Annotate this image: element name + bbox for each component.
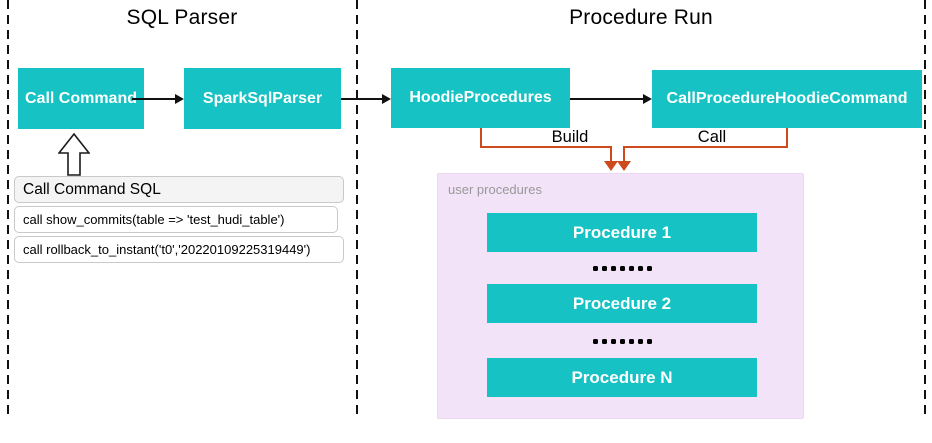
- arrow-callcommand-to-parser: [132, 94, 184, 104]
- sql-table-header: Call Command SQL: [14, 176, 344, 203]
- sql-table-row-rollback: call rollback_to_instant('t0','202201092…: [14, 236, 344, 263]
- section-title-procedure-run: Procedure Run: [569, 6, 713, 29]
- node-hoodie-procedures: HoodieProcedures: [391, 68, 570, 128]
- build-connector-drop: [480, 128, 482, 148]
- ellipsis-row: [487, 266, 757, 271]
- arrow-parser-to-procedures: [341, 94, 391, 104]
- node-procedure-n: Procedure N: [487, 358, 757, 397]
- user-procedures-label: user procedures: [448, 182, 542, 197]
- up-arrow-icon: [58, 133, 90, 176]
- dashed-border-middle: [356, 0, 358, 415]
- call-connector-horizontal: [623, 146, 788, 148]
- node-spark-sql-parser: SparkSqlParser: [184, 68, 341, 129]
- node-call-procedure-hoodie-command: CallProcedureHoodieCommand: [652, 70, 922, 128]
- sql-table-row-show-commits: call show_commits(table => 'test_hudi_ta…: [14, 206, 338, 233]
- arrow-procedures-to-command: [570, 94, 652, 104]
- call-connector-tail: [623, 146, 625, 163]
- dashed-border-right: [924, 0, 926, 415]
- call-arrowhead-icon: [617, 161, 631, 171]
- user-procedures-container: user procedures Procedure 1 Procedure 2 …: [437, 173, 804, 419]
- build-connector-horizontal: [480, 146, 612, 148]
- node-procedure-1: Procedure 1: [487, 213, 757, 252]
- ellipsis-row: [487, 339, 757, 344]
- call-connector-drop: [786, 128, 788, 148]
- node-call-command: Call Command: [18, 68, 144, 129]
- build-arrowhead-icon: [604, 161, 618, 171]
- build-connector-tail: [610, 146, 612, 163]
- node-procedure-2: Procedure 2: [487, 284, 757, 323]
- dashed-border-left: [7, 0, 9, 415]
- build-edge-label: Build: [551, 128, 589, 146]
- call-edge-label: Call: [697, 128, 727, 146]
- section-title-sql-parser: SQL Parser: [126, 6, 238, 29]
